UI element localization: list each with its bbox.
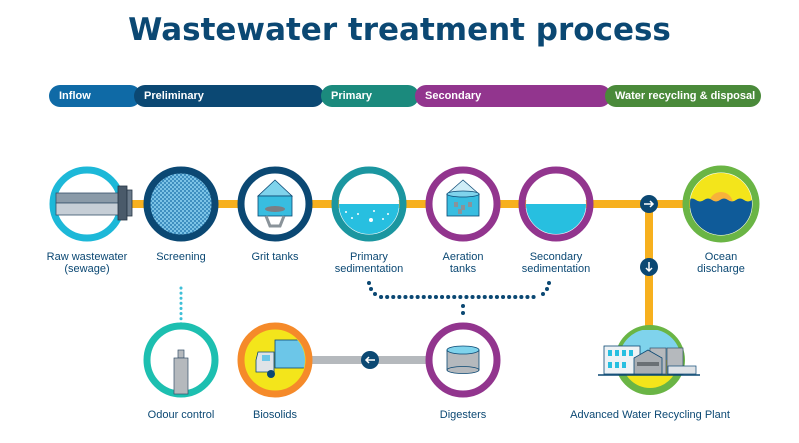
aeration-tanks-node: [425, 166, 501, 242]
stage-water-recycling: Water recycling & disposal: [605, 85, 761, 107]
stage-label: Inflow: [59, 90, 91, 102]
label-biosolids: Biosolids: [252, 409, 298, 421]
plant-icon: [598, 345, 700, 376]
biosolids-node: [237, 322, 313, 398]
pipe-icon: [55, 185, 133, 221]
arrow-left-icon: [361, 351, 379, 369]
stage-inflow: Inflow: [49, 85, 141, 107]
label-ocean-discharge: Ocean discharge: [697, 251, 745, 275]
stage-label: Preliminary: [144, 90, 204, 102]
label-grit-tanks: Grit tanks: [251, 251, 299, 263]
grit-tank-icon: [256, 179, 294, 228]
page-title: Wastewater treatment process: [128, 12, 671, 48]
arrow-right-icon: [640, 195, 658, 213]
label-digesters: Digesters: [439, 409, 487, 421]
label-odour-control: Odour control: [147, 409, 215, 421]
label-secondary-sedimentation: Secondary sedimentation: [521, 251, 591, 275]
odour-control-node: [143, 286, 219, 398]
label-primary-sedimentation: Primary sedimentation: [334, 251, 404, 275]
ocean-discharge-node: [682, 165, 760, 243]
aeration-tank-icon: [446, 179, 480, 217]
awrp-node: [598, 325, 700, 395]
label-awrp: Advanced Water Recycling Plant: [570, 409, 730, 421]
grit-tanks-node: [237, 166, 313, 242]
stage-secondary: Secondary: [415, 85, 611, 107]
arrow-down-icon: [640, 258, 658, 276]
stage-label: Water recycling & disposal: [615, 90, 756, 102]
primary-sedimentation-node: [331, 166, 407, 242]
screening-node: [143, 166, 219, 242]
label-aeration-tanks: Aeration tanks: [442, 251, 484, 275]
digesters-node: [425, 322, 501, 398]
stage-primary: Primary: [321, 85, 419, 107]
label-raw-wastewater: Raw wastewater (sewage): [46, 251, 128, 275]
stage-preliminary: Preliminary: [134, 85, 324, 107]
stage-label: Secondary: [425, 90, 482, 102]
raw-wastewater-node: [49, 166, 133, 242]
truck-icon: [255, 339, 305, 378]
label-screening: Screening: [156, 251, 206, 263]
secondary-sedimentation-node: [518, 166, 594, 242]
dotted-connector: [367, 281, 551, 315]
stage-label: Primary: [331, 90, 372, 102]
